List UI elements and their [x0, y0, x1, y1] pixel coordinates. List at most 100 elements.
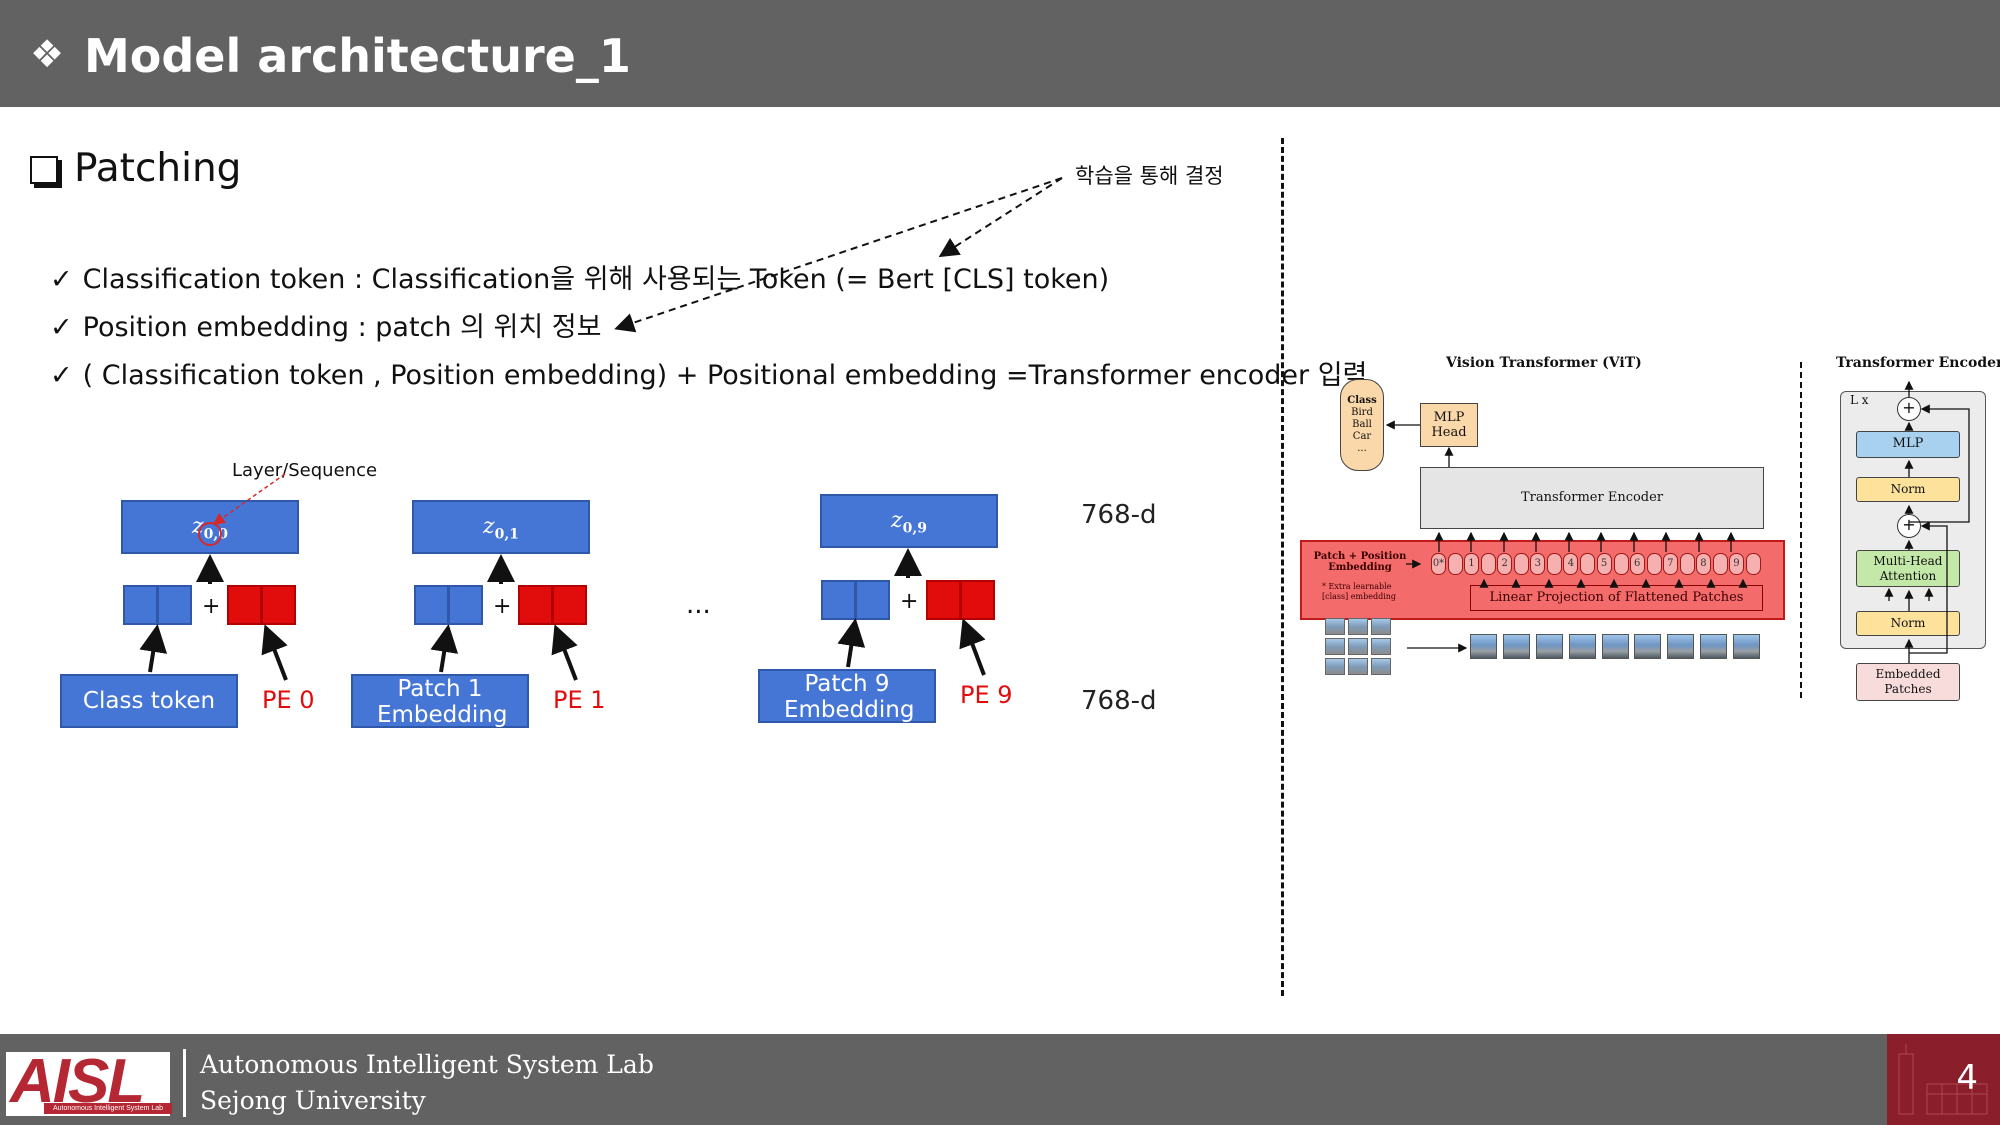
pe-pill: 0*: [1431, 553, 1446, 575]
note-arrow-to-position: [614, 177, 1063, 333]
repeat-label: L x: [1850, 393, 1869, 407]
z01-sub: 0,1: [494, 526, 519, 543]
mlp-head-line: MLP: [1433, 410, 1465, 425]
token-pair: 0*: [1431, 553, 1463, 577]
add-circle-icon: +: [1897, 514, 1921, 538]
pe-pill: 1: [1464, 553, 1480, 575]
z09-sub: 0,9: [902, 520, 927, 537]
multi-head-attention-block: Multi-Head Attention: [1856, 550, 1960, 587]
extra-learnable-note: * Extra learnable [class] embedding: [1322, 582, 1396, 602]
dim-label-bottom: 768-d: [1081, 686, 1157, 716]
z09-box: z0,9: [820, 494, 998, 548]
token-pair: 9: [1728, 553, 1761, 577]
footer-bar: [0, 1034, 2000, 1125]
image-patch: [1502, 634, 1530, 659]
pe-pill: 2: [1497, 553, 1513, 575]
bullet-text: Classification token : Classification을 위…: [82, 264, 1110, 295]
token-pill: [1481, 553, 1497, 575]
pe9-label: PE 9: [960, 681, 1013, 709]
checkmark-icon: ✓: [50, 312, 73, 343]
plus-sign: +: [900, 589, 919, 614]
token-vector-cell: [123, 585, 158, 625]
bullet-encoder-input: ✓( Classification token , Position embed…: [50, 356, 1367, 396]
dim-label-top: 768-d: [1081, 500, 1157, 530]
patch1-embedding-box: Patch 1 Embedding: [351, 674, 529, 728]
bullet-text: Position embedding : patch 의 위치 정보: [82, 312, 602, 343]
ellipsis: ...: [686, 590, 711, 620]
layer-sequence-label: Layer/Sequence: [232, 460, 378, 481]
patch1-embedding-label: Patch 1 Embedding: [377, 676, 508, 728]
image-patch: [1568, 634, 1596, 659]
patch-position-label: Patch + Position Embedding: [1310, 551, 1410, 573]
token-pill: [1613, 553, 1629, 575]
embedding-label-line: Patch + Position: [1313, 551, 1407, 562]
class-token-box: Class token: [60, 674, 238, 728]
token-vector-cell: [157, 585, 192, 625]
image-patch: [1667, 634, 1695, 659]
image-patch: [1700, 634, 1728, 659]
extra-note-line: [class] embedding: [1322, 592, 1397, 601]
image-patch: [1325, 638, 1345, 655]
class-item: Bird: [1351, 407, 1373, 418]
pe-pill: 5: [1596, 553, 1612, 575]
footer-lab-name: Autonomous Intelligent System Lab: [200, 1050, 654, 1079]
token-pair: 3: [1530, 553, 1563, 577]
encoder-detail-title: Transformer Encoder: [1836, 355, 2000, 371]
pe-pill: 4: [1563, 553, 1579, 575]
patch9-embedding-label: Patch 9 Embedding: [784, 671, 915, 723]
checkmark-icon: ✓: [50, 264, 73, 295]
flattened-patches-row: [1470, 634, 1760, 659]
plus-sign: +: [202, 594, 221, 619]
patch9-embedding-box: Patch 9 Embedding: [758, 669, 936, 723]
embedding-label-line: Embedding: [1328, 562, 1392, 573]
token-pill: [1712, 553, 1728, 575]
plus-sign: +: [493, 594, 512, 619]
token-pill: [1745, 553, 1761, 575]
pe-pill: 3: [1530, 553, 1546, 575]
page-number-badge: 4: [1887, 1034, 2000, 1125]
class-item: Ball: [1352, 419, 1372, 430]
footer-university: Sejong University: [200, 1086, 426, 1115]
token-vector-cell: [448, 585, 483, 625]
norm-block-bottom: Norm: [1856, 611, 1960, 636]
image-patch: [1325, 618, 1345, 635]
z09-main: z: [891, 508, 903, 533]
hollow-box-icon: [30, 156, 58, 184]
token-pair: 5: [1596, 553, 1629, 577]
token-pill: [1448, 553, 1463, 575]
token-pair: 4: [1563, 553, 1596, 577]
image-patch: [1470, 634, 1497, 659]
page-number: 4: [1956, 1058, 1978, 1098]
mlp-block: MLP: [1856, 431, 1960, 458]
z01-main: z: [483, 514, 495, 539]
class-item: Car: [1352, 431, 1372, 442]
mlp-head-line: Head: [1431, 425, 1467, 440]
transformer-encoder-box: Transformer Encoder: [1420, 467, 1764, 529]
token-pill: [1580, 553, 1596, 575]
image-patch: [1325, 658, 1345, 675]
class-output-title: Class: [1347, 395, 1377, 406]
norm-block-top: Norm: [1856, 477, 1960, 502]
class-output-box: Class Bird Ball Car ...: [1340, 379, 1384, 471]
slide-header: ❖ Model architecture_1: [0, 0, 2000, 107]
image-patch: [1371, 658, 1391, 675]
z00-main: z: [192, 514, 204, 539]
extra-note-line: * Extra learnable: [1322, 582, 1392, 591]
pe-pill: 8: [1695, 553, 1711, 575]
learned-note: 학습을 통해 결정: [1075, 164, 1224, 188]
embedding-arrows: [139, 473, 986, 681]
image-patch: [1535, 634, 1563, 659]
token-vector-cell: [855, 580, 890, 620]
pe0-label: PE 0: [262, 686, 315, 714]
embedded-patches-block: Embedded Patches: [1856, 663, 1960, 701]
class-item: ...: [1357, 443, 1367, 454]
class-token-label: Class token: [82, 688, 216, 714]
aisl-logo: AISL Autonomous Intelligent System Lab: [6, 1047, 172, 1116]
image-patch: [1348, 618, 1368, 635]
section-title: Patching: [74, 146, 242, 191]
bullet-classification-token: ✓ Classification token : Classification을 …: [50, 260, 1109, 300]
input-image-grid: [1325, 618, 1391, 675]
image-patch: [1371, 638, 1391, 655]
image-patch: [1371, 618, 1391, 635]
token-pair: 8: [1695, 553, 1728, 577]
